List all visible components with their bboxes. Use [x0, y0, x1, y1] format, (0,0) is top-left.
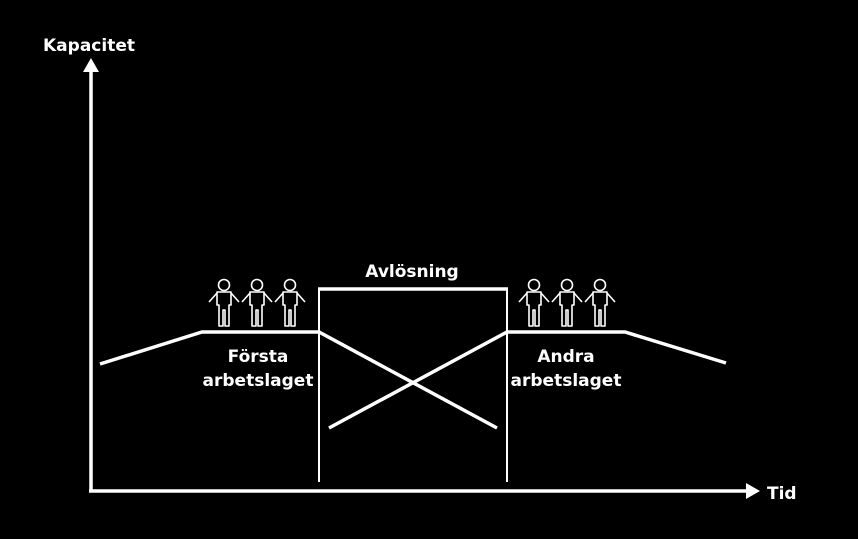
x-axis-label: Tid: [767, 484, 797, 504]
second-team-person-icon-3: [584, 278, 616, 327]
first-team-person-icon-1: [208, 278, 240, 327]
y-axis-arrow-icon: [83, 58, 99, 72]
handover-label: Avlösning: [365, 262, 458, 282]
second-team-person-icon-1: [518, 278, 550, 327]
y-axis-label: Kapacitet: [43, 36, 135, 56]
first-team-label-line2: arbetslaget: [203, 371, 314, 391]
x-axis-arrow-icon: [746, 483, 760, 499]
first-team-capacity-line: [99, 330, 498, 430]
first-team-label-line1: Första: [228, 347, 289, 367]
first-team-person-icon-3: [274, 278, 306, 327]
second-team-label-line1: Andra: [537, 347, 594, 367]
second-team-person-icon-2: [551, 278, 583, 327]
first-team-person-icon-2: [241, 278, 273, 327]
second-team-label-line2: arbetslaget: [511, 371, 622, 391]
second-team-capacity-line: [328, 330, 727, 430]
